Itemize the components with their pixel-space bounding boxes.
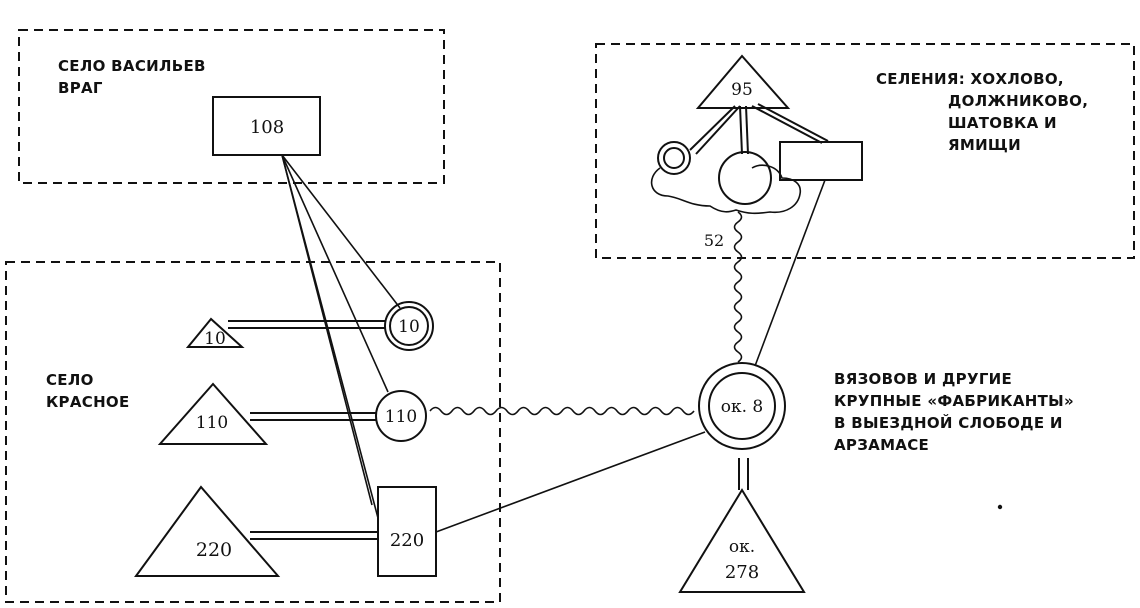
node-circle-110 xyxy=(375,390,427,442)
label-vasilev-vrag-line2: ВРАГ xyxy=(58,79,103,97)
label-vyazovov: ВЯЗОВОВ И ДРУГИЕ КРУПНЫЕ «ФАБРИКАНТЫ» В … xyxy=(834,368,1074,456)
label-vasilev-vrag: СЕЛО ВАСИЛЬЕВ ВРАГ xyxy=(58,55,206,99)
node-triangle-220 xyxy=(134,485,281,577)
label-krasnoe-line1: СЕЛО xyxy=(46,371,94,389)
link-108-rect220-b xyxy=(281,154,373,506)
link-rect220-ok8 xyxy=(435,431,706,533)
label-vyazovov-line2: КРУПНЫЕ «ФАБРИКАНТЫ» xyxy=(834,392,1074,410)
label-vasilev-vrag-line1: СЕЛО ВАСИЛЬЕВ xyxy=(58,57,206,75)
label-circle-110: 110 xyxy=(385,407,417,427)
link-108-circ10 xyxy=(281,154,401,309)
link-tri95-mid xyxy=(739,105,743,155)
label-wavy-52: 52 xyxy=(704,231,724,250)
label-settlements-line3: ШАТОВКА И xyxy=(948,114,1057,132)
wavy-link-cloud-ok8 xyxy=(733,211,743,363)
node-circle-10-outer xyxy=(384,301,434,351)
label-krasnoe: СЕЛО КРАСНОЕ xyxy=(46,369,130,413)
node-triangle-110 xyxy=(157,382,269,445)
label-vyazovov-line4: АРЗАМАСЕ xyxy=(834,436,930,454)
link-tri95-right-b xyxy=(757,103,829,142)
link-tri95-right xyxy=(751,105,823,144)
node-triangle-ok278 xyxy=(678,488,806,593)
node-circle-settlement-small-outer xyxy=(657,141,691,175)
label-vyazovov-line1: ВЯЗОВОВ И ДРУГИЕ xyxy=(834,370,1013,388)
node-triangle-95 xyxy=(695,54,791,109)
node-circle-ok8-inner xyxy=(708,372,776,440)
node-triangle-10 xyxy=(185,317,245,348)
link-rect-ok8 xyxy=(754,179,826,367)
double-link-tri220-rect220 xyxy=(250,531,378,540)
node-rect-settlement xyxy=(779,141,863,181)
wavy-link-circ110-ok8 xyxy=(429,406,695,416)
double-link-tri10-circ10 xyxy=(228,320,386,329)
node-circle-settlement-mid xyxy=(718,151,772,205)
link-tri95-mid-b xyxy=(745,105,749,155)
label-circle-10: 10 xyxy=(398,317,420,337)
label-triangle-110: 110 xyxy=(196,413,228,433)
link-tri95-left-b xyxy=(695,105,741,155)
label-rect-220: 220 xyxy=(390,530,424,551)
label-triangle-220: 220 xyxy=(196,539,232,561)
label-settlements: СЕЛЕНИЯ: ХОХЛОВО, ДОЛЖНИКОВО, ШАТОВКА И … xyxy=(876,68,1088,156)
region-box-vasilev-vrag xyxy=(18,29,445,184)
label-triangle-ok278-line2: 278 xyxy=(725,562,759,583)
label-settlements-line4: ЯМИЩИ xyxy=(948,136,1021,154)
label-vyazovov-line3: В ВЫЕЗДНОЙ СЛОБОДЕ И xyxy=(834,414,1063,432)
label-triangle-10: 10 xyxy=(204,329,226,349)
node-rect-108 xyxy=(212,96,321,156)
label-rect-108: 108 xyxy=(250,117,284,138)
link-tri95-left xyxy=(689,105,736,151)
region-box-settlements xyxy=(595,43,1135,259)
label-krasnoe-line2: КРАСНОЕ xyxy=(46,393,130,411)
node-circle-10-inner xyxy=(389,306,429,346)
label-triangle-95: 95 xyxy=(731,80,753,100)
stray-dot-mark xyxy=(997,504,1003,510)
double-link-tri110-circ110 xyxy=(250,412,376,421)
node-circle-settlement-small-inner xyxy=(663,147,685,169)
settlements-cloud-outline xyxy=(650,164,802,215)
label-triangle-ok278-line1: ок. xyxy=(729,537,755,557)
double-link-ok8-ok278 xyxy=(738,458,749,490)
label-settlements-line2: ДОЛЖНИКОВО, xyxy=(948,92,1089,110)
node-circle-ok8-outer xyxy=(698,362,786,450)
label-circle-ok8: ок. 8 xyxy=(721,397,763,417)
link-108-circ110 xyxy=(281,154,389,393)
label-settlements-line1: СЕЛЕНИЯ: ХОХЛОВО, xyxy=(876,70,1064,88)
region-box-krasnoe xyxy=(5,261,501,603)
node-rect-220 xyxy=(377,486,437,577)
